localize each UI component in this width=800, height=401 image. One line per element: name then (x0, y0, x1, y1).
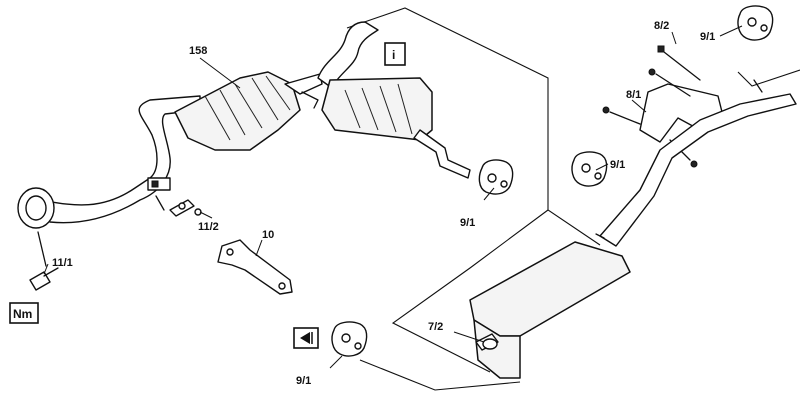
intermediate-pipe (317, 21, 379, 89)
torque-nm-label: Nm (13, 307, 32, 321)
label-158: 158 (189, 45, 207, 57)
label-8-1: 8/1 (626, 89, 641, 101)
label-9-1-mid: 9/1 (610, 159, 625, 171)
bolt-11-1 (29, 231, 59, 291)
label-9-1-center: 9/1 (460, 217, 475, 229)
clamp-11-2 (155, 195, 202, 217)
label-9-1-bottom: 9/1 (296, 375, 311, 387)
leader-lines (43, 25, 743, 369)
rear-pipe (595, 79, 797, 247)
bolt-8-2 (657, 45, 701, 81)
rubber-mount-top-right (737, 5, 774, 41)
rear-silencer (469, 241, 631, 379)
arrow-symbol-box (293, 327, 319, 349)
label-11-2: 11/2 (198, 221, 219, 233)
callout-lines (346, 7, 800, 391)
bracket-10 (217, 239, 293, 295)
torque-nm-box: Nm (9, 302, 39, 324)
info-box-label: i (392, 48, 395, 62)
label-8-2: 8/2 (654, 20, 669, 32)
rubber-mount-mid-right (571, 151, 608, 187)
part-labels: 158 8/2 9/1 8/1 9/1 9/1 11/2 10 11/1 7/2… (52, 20, 715, 387)
label-7-2: 7/2 (428, 321, 443, 333)
catalytic-converter (174, 71, 323, 151)
center-silencer (301, 77, 471, 179)
label-11-1: 11/1 (52, 257, 73, 269)
info-box: i (384, 42, 406, 66)
rubber-mount-bottom (331, 321, 368, 357)
left-arrow-icon (300, 332, 310, 344)
label-10: 10 (262, 229, 274, 241)
label-9-1-top: 9/1 (700, 31, 715, 43)
rubber-mount-center (478, 159, 514, 195)
front-down-pipe (17, 95, 201, 229)
